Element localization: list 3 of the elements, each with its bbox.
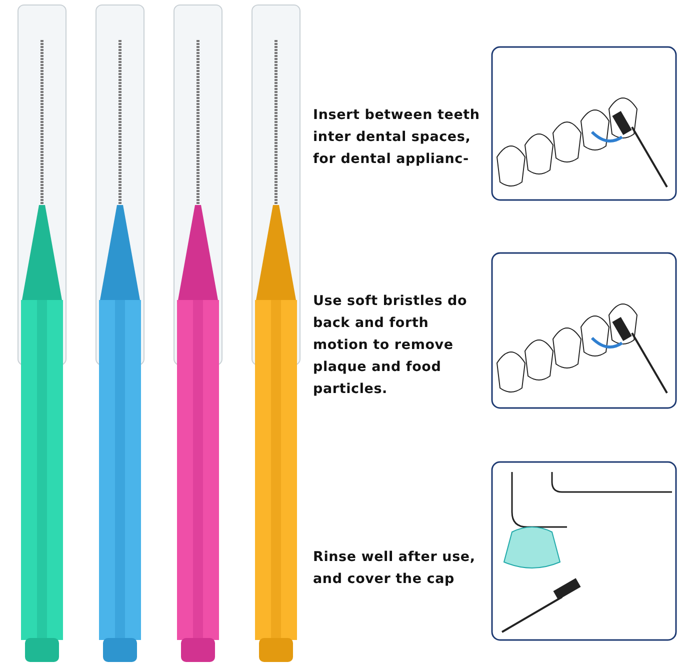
instruction-text: Insert between teeth inter dental spaces, for dental applianc- (313, 106, 481, 169)
instruction-text: Rinse well after use, and cover the cap (313, 548, 476, 589)
instruction-text: Use soft bristles do back and forth motion to remove plaque and food particles. (313, 292, 468, 399)
